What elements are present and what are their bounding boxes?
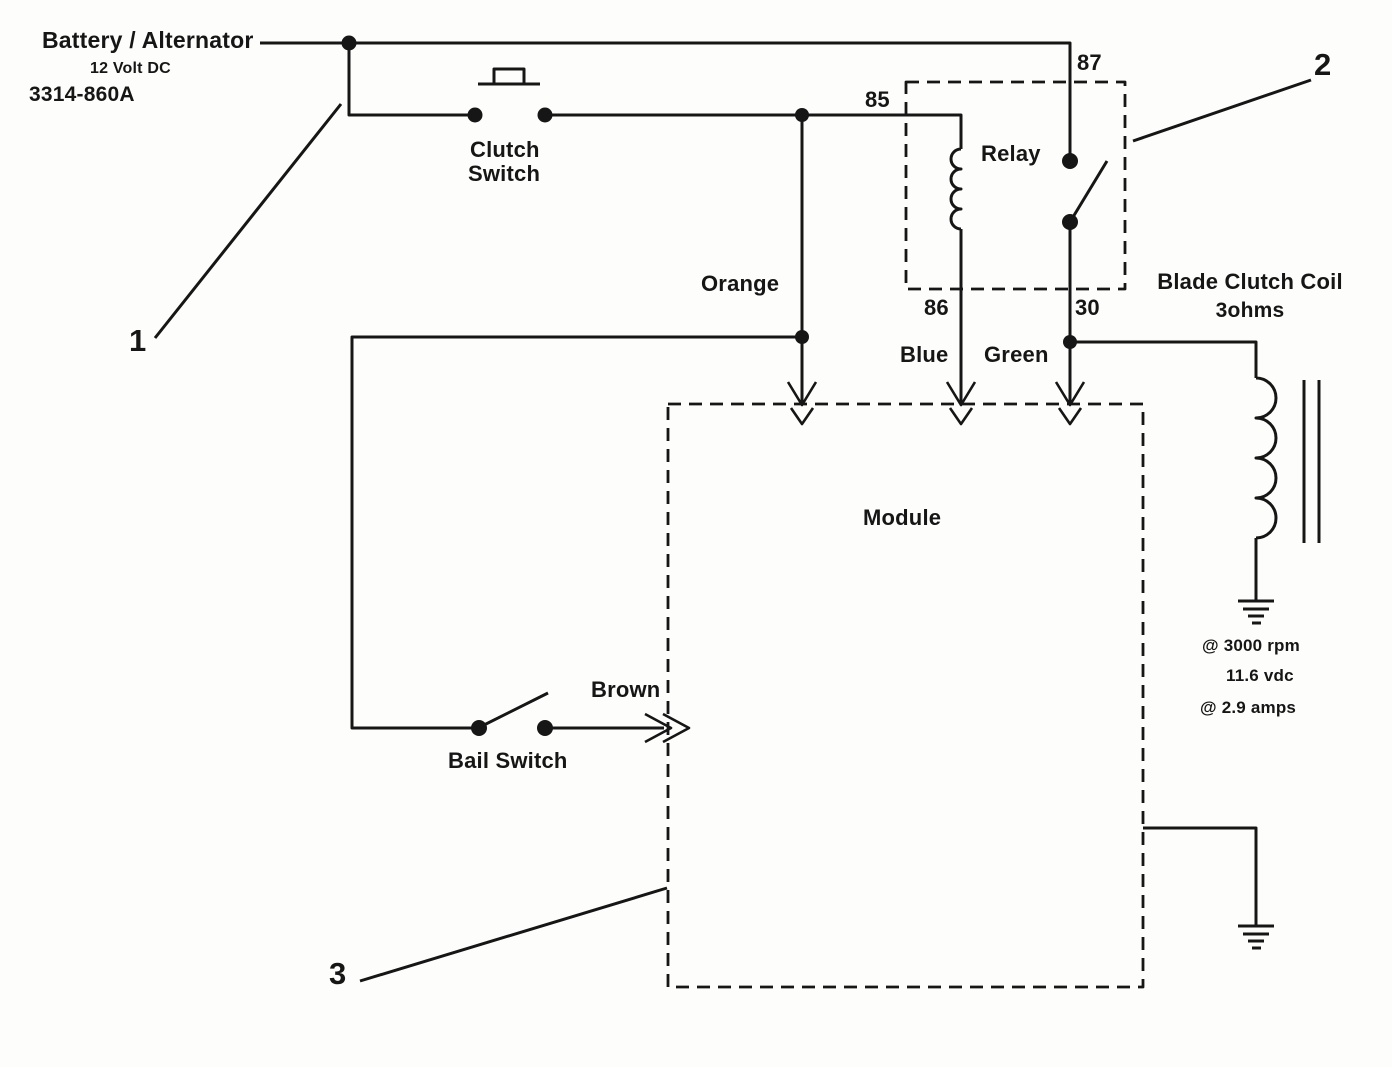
right-arrow-icon: [644, 712, 691, 744]
wire-loop-to-bail-switch: [350, 335, 802, 730]
relay-label: Relay: [981, 141, 1041, 166]
wire-battery-drop: [347, 43, 475, 117]
relay-terminal-86: 86: [924, 295, 949, 320]
module-label: Module: [863, 505, 942, 530]
relay-coil-icon: [949, 147, 963, 231]
relay-box: [904, 80, 1127, 291]
relay-terminal-30: 30: [1075, 295, 1100, 320]
coil-core-icon: [1302, 380, 1321, 543]
down-arrow-blue-icon: [945, 381, 977, 426]
relay-terminal-85: 85: [865, 87, 890, 112]
callout-1-label: 1: [129, 323, 147, 358]
relay-terminal-87: 87: [1077, 50, 1102, 75]
ground-icon: [1238, 599, 1274, 625]
callout-2-leader: [1132, 78, 1312, 143]
callout-3-leader: [359, 886, 668, 983]
coil-spec-vdc: 11.6 vdc: [1226, 666, 1294, 685]
wire-to-blade-coil: [1070, 340, 1258, 378]
battery-voltage-label: 12 Volt DC: [90, 60, 171, 77]
green-wire-label: Green: [984, 342, 1049, 367]
bail-switch-label: Bail Switch: [448, 748, 568, 773]
pushbutton-icon: [478, 67, 540, 86]
wire-clutch-to-relay-85: [545, 113, 963, 149]
coil-spec-rpm: @ 3000 rpm: [1202, 636, 1300, 655]
blade-coil-icon: [1254, 376, 1278, 540]
module-box: [666, 402, 1145, 989]
callout-1-leader: [153, 103, 343, 339]
wire-battery-top-bus: [260, 41, 1072, 161]
coil-spec-amps: @ 2.9 amps: [1200, 698, 1297, 717]
orange-wire-label: Orange: [701, 271, 780, 296]
blade-coil-name-label: Blade Clutch Coil: [1157, 269, 1343, 294]
ground-icon: [1238, 924, 1274, 950]
callout-3-label: 3: [329, 956, 347, 991]
clutch-switch-label-line1: Clutch: [470, 137, 540, 162]
blue-wire-label: Blue: [900, 342, 949, 367]
relay-contact-arm: [1068, 160, 1109, 223]
wire-module-ground-lead: [1143, 826, 1258, 926]
blade-coil-resistance-label: 3ohms: [1215, 299, 1285, 322]
battery-part-label: 3314-860A: [29, 83, 135, 106]
brown-wire-label: Brown: [591, 677, 661, 702]
junction-dots: [341, 35, 1078, 736]
clutch-switch-label-line2: Switch: [468, 161, 541, 186]
bail-switch-arm: [479, 691, 549, 729]
battery-name-label: Battery / Alternator: [42, 27, 254, 53]
callout-2-label: 2: [1314, 47, 1332, 82]
